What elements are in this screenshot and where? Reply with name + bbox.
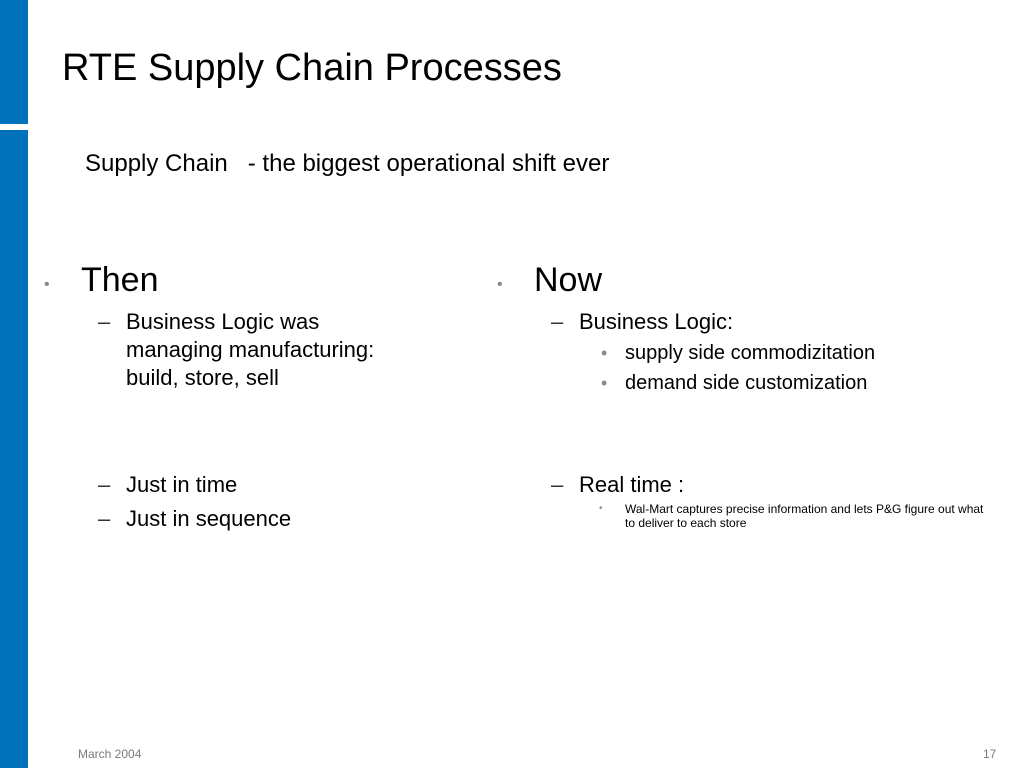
accent-bar-top [0, 0, 28, 124]
dash-icon: – [551, 309, 564, 334]
then-heading-row: • Then [40, 260, 480, 302]
now-realtime-text: Real time : [579, 472, 685, 497]
accent-bar-bottom [0, 130, 28, 768]
now-logic-item: – Business Logic: [493, 308, 993, 336]
now-heading-row: • Now [493, 260, 993, 302]
now-realtime-list: – Real time : • Wal-Mart captures precis… [493, 462, 993, 530]
then-timing-list: – Just in time – Just in sequence [40, 462, 480, 536]
then-item-text: Just in time [126, 472, 238, 497]
bullet-dot-icon: • [497, 276, 503, 293]
now-column: • Now – Business Logic: • supply side co… [493, 260, 993, 398]
slide-subtitle: Supply Chain - the biggest operational s… [85, 150, 610, 177]
slide-title: RTE Supply Chain Processes [62, 47, 562, 89]
list-item: • demand side customization [493, 368, 993, 398]
list-item: • Wal-Mart captures precise information … [493, 502, 993, 530]
page-number: 17 [983, 747, 997, 761]
bullet-dot-icon: • [599, 503, 603, 514]
then-heading: Then [81, 261, 159, 299]
now-realtime-item: – Real time : [493, 468, 993, 502]
list-item: • supply side commodizitation [493, 338, 993, 368]
dash-icon: – [98, 472, 111, 497]
now-logic-subitem: demand side customization [625, 372, 868, 394]
now-heading: Now [534, 261, 603, 299]
bullet-dot-icon: • [601, 373, 608, 393]
footer-date: March 2004 [78, 747, 142, 761]
then-logic-item: – Business Logic was managing manufactur… [40, 308, 480, 392]
list-item: – Just in time [40, 468, 480, 502]
dash-icon: – [98, 506, 111, 531]
now-realtime-subitem: Wal-Mart captures precise information an… [625, 502, 984, 530]
then-item-text: Just in sequence [126, 506, 292, 531]
now-logic-subitem: supply side commodizitation [625, 342, 876, 364]
list-item: – Just in sequence [40, 502, 480, 536]
then-column: • Then – Business Logic was managing man… [40, 260, 480, 392]
bullet-dot-icon: • [601, 343, 608, 363]
bullet-dot-icon: • [44, 276, 50, 293]
now-logic-text: Business Logic: [579, 309, 734, 334]
dash-icon: – [98, 309, 111, 334]
then-logic-text: Business Logic was managing manufacturin… [126, 309, 375, 390]
dash-icon: – [551, 472, 564, 497]
